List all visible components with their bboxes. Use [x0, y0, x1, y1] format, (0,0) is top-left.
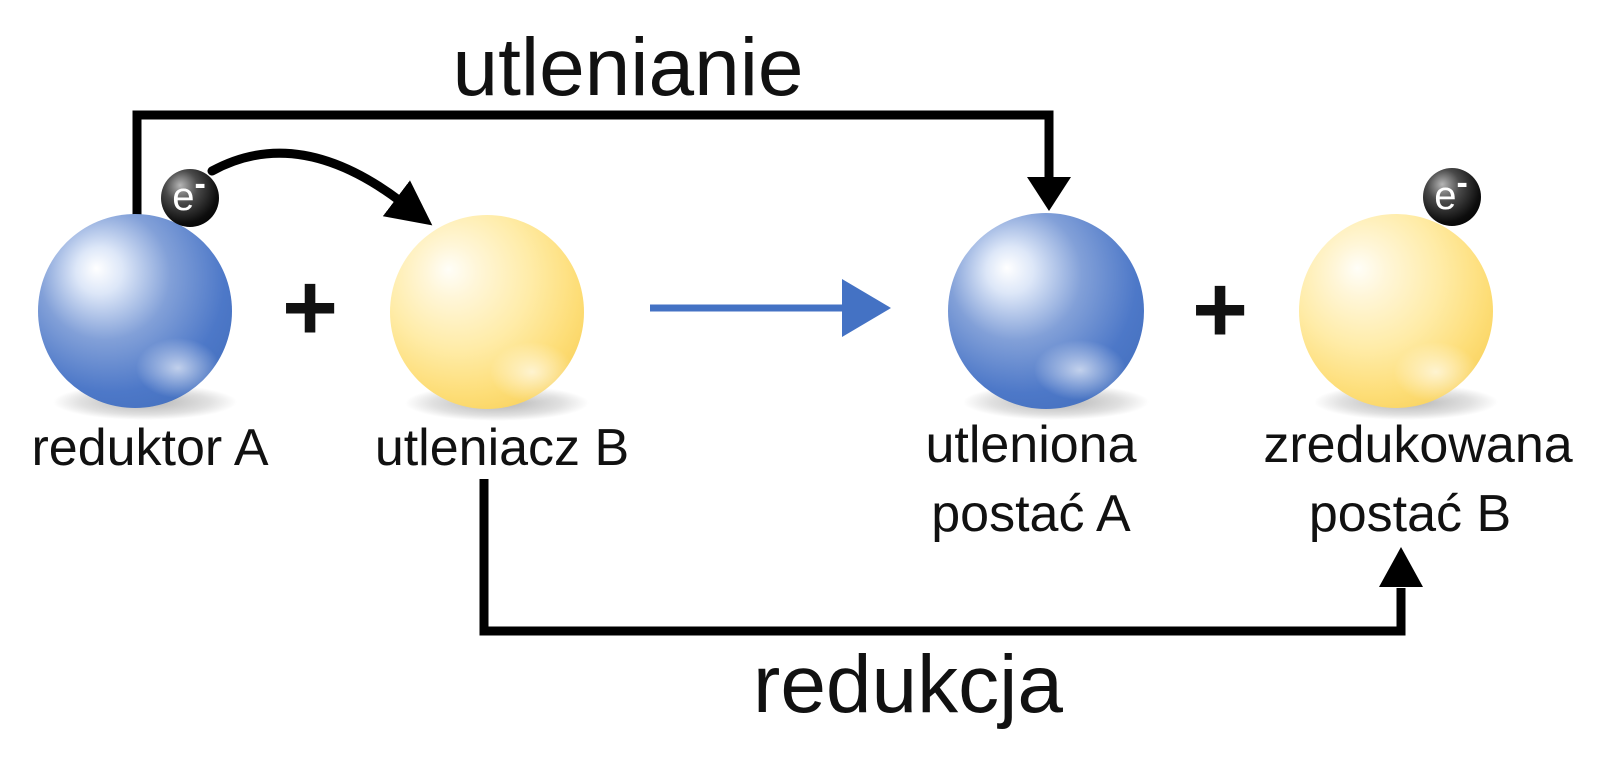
oxidized-a-molecule: utleniona postać A	[925, 213, 1149, 543]
reduced-b-label-line1: zredukowana	[1263, 416, 1572, 474]
oxidation-label: utlenianie	[452, 22, 803, 113]
reduced-b-label-line2: postać B	[1309, 485, 1511, 543]
oxidation-bracket-line	[132, 110, 1054, 216]
electron-ball	[161, 169, 219, 227]
electron-icon: e-	[161, 165, 219, 227]
oxidant-b-label: utleniacz B	[375, 419, 629, 477]
plus-sign-2: +	[1192, 256, 1248, 363]
electron-ball	[1423, 168, 1481, 226]
electron-label: e-	[172, 165, 206, 219]
oxidation-arrowhead-icon	[1027, 177, 1071, 211]
reduction-arrowhead-icon	[1379, 547, 1423, 587]
oxidation-bracket-arrow	[132, 110, 1071, 216]
electron-label: e-	[1434, 164, 1468, 218]
reaction-arrowhead-icon	[842, 279, 891, 337]
oxidized-a-label-line1: utleniona	[925, 416, 1136, 474]
oxidant-b-molecule: utleniacz B	[375, 215, 629, 477]
plus-sign-1: +	[282, 254, 338, 361]
sphere-sheen	[490, 342, 574, 402]
reductant-a-label: reduktor A	[31, 419, 268, 477]
reduced-b-molecule: e- zredukowana postać B	[1263, 164, 1572, 543]
reduction-bracket-arrow	[479, 479, 1423, 636]
reaction-arrow	[650, 279, 891, 337]
electron-transfer-arrow	[207, 148, 433, 226]
sphere-sheen	[1394, 342, 1478, 402]
sphere-sheen	[136, 338, 220, 398]
reductant-a-molecule: e- reduktor A	[31, 165, 268, 477]
sphere-sheen	[1034, 340, 1126, 400]
electron-icon: e-	[1423, 164, 1481, 226]
reduction-label: redukcja	[753, 639, 1063, 730]
oxidized-a-label-line2: postać A	[931, 485, 1131, 543]
reduction-bracket-line	[479, 479, 1406, 636]
